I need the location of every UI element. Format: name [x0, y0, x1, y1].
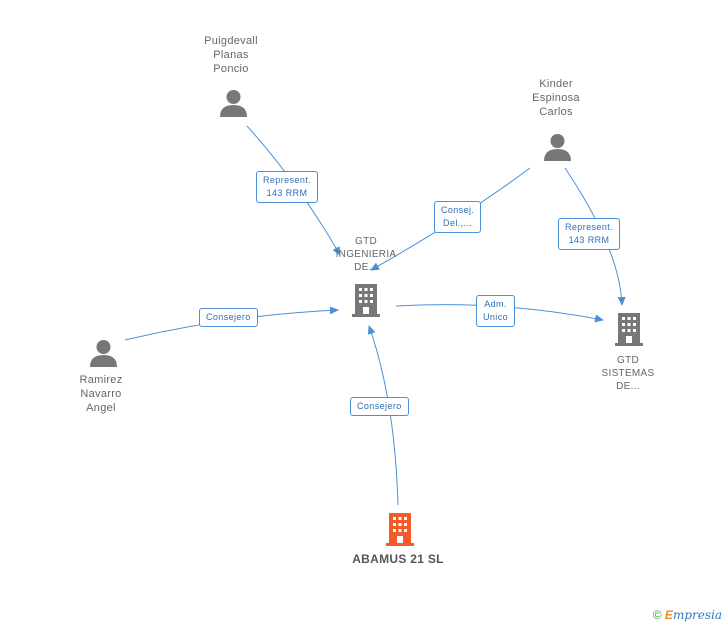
- edge-label-line: Consej.: [441, 205, 475, 215]
- edge-label-abamus-consejero[interactable]: Consejero: [350, 397, 409, 416]
- edge-label-line: Consejero: [206, 312, 251, 322]
- edge-label-line: Consejero: [357, 401, 402, 411]
- node-label-line: Espinosa: [532, 92, 580, 104]
- edge-label-ramirez-consejero[interactable]: Consejero: [199, 308, 258, 327]
- node-label-line: Planas: [213, 49, 249, 61]
- brand-logo-e: E: [664, 608, 673, 622]
- edge-label-kinder-consej[interactable]: Consej. Del.,...: [434, 201, 482, 233]
- edge-label-line: 143 RRM: [568, 235, 610, 245]
- node-label-line: Poncio: [213, 63, 249, 75]
- node-label-line: Angel: [86, 402, 116, 414]
- edge-label-line: Adm.: [484, 299, 507, 309]
- building-icon[interactable]: [352, 284, 380, 317]
- edge-label-line: 143 RRM: [266, 188, 308, 198]
- building-icon[interactable]: [615, 313, 643, 346]
- person-icon[interactable]: [220, 90, 247, 117]
- edge-label-line: Represent.: [263, 175, 312, 185]
- node-label-line: INGENIERIA: [335, 249, 397, 260]
- node-label-line: SISTEMAS: [601, 368, 655, 379]
- person-icon[interactable]: [544, 134, 571, 161]
- node-label-line: Ramirez: [79, 374, 123, 386]
- footer-brand: © Empresia: [653, 608, 722, 622]
- node-label-line: GTD: [616, 355, 639, 366]
- node-label-line: Kinder: [539, 78, 573, 90]
- brand-name: mpresia: [672, 608, 722, 622]
- node-label-line: DE...: [616, 381, 640, 392]
- node-label-gtd-ingenieria[interactable]: GTD INGENIERIA DE...: [316, 235, 416, 274]
- node-label-kinder[interactable]: Kinder Espinosa Carlos: [506, 77, 606, 119]
- edge-label-puigdevall-represent[interactable]: Represent. 143 RRM: [256, 171, 319, 203]
- edge-label-adm-unico[interactable]: Adm. Unico: [476, 295, 516, 327]
- node-label-line: Puigdevall: [204, 35, 258, 47]
- edge-label-line: Del.,...: [443, 218, 473, 228]
- building-icon-highlight[interactable]: [386, 513, 414, 546]
- edge-label-line: Unico: [483, 312, 509, 322]
- edge-label-kinder-represent[interactable]: Represent. 143 RRM: [558, 218, 621, 250]
- node-label-ramirez[interactable]: Ramirez Navarro Angel: [51, 373, 151, 415]
- edge-label-line: Represent.: [565, 222, 614, 232]
- node-label-line: Carlos: [539, 106, 573, 118]
- node-label-line: DE...: [354, 262, 378, 273]
- node-label-line: ABAMUS 21 SL: [352, 552, 444, 566]
- person-icon[interactable]: [90, 340, 117, 367]
- node-label-line: Navarro: [80, 388, 122, 400]
- node-label-puigdevall[interactable]: Puigdevall Planas Poncio: [181, 34, 281, 76]
- node-label-abamus[interactable]: ABAMUS 21 SL: [338, 552, 458, 566]
- copyright-symbol: ©: [652, 608, 662, 622]
- node-label-line: GTD: [354, 236, 377, 247]
- node-label-gtd-sistemas[interactable]: GTD SISTEMAS DE...: [578, 354, 678, 393]
